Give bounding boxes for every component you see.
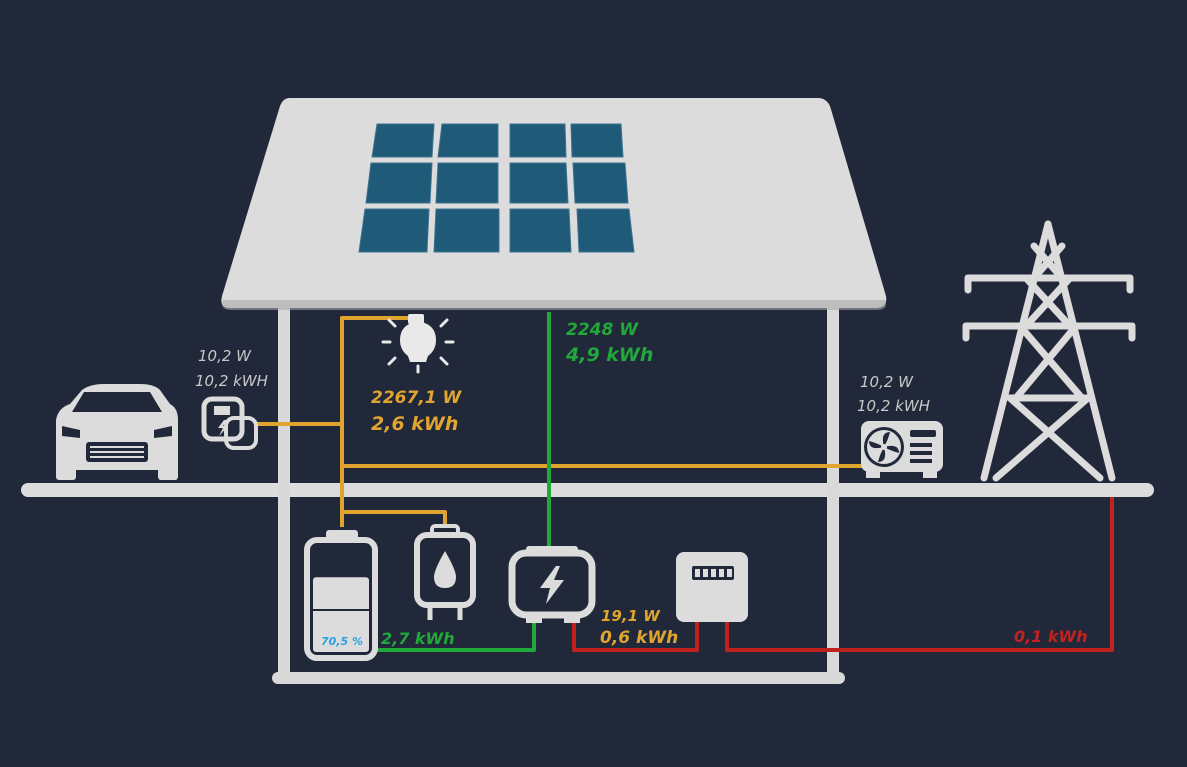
production-flow-lines [372, 312, 551, 652]
car-charger-energy: 10,2 kWH [195, 372, 268, 390]
water-heater-icon [414, 524, 476, 620]
battery-level-label: 70,5 % [321, 635, 363, 648]
light-bulb-icon [381, 314, 455, 374]
meter-icon [676, 552, 748, 622]
heat-pump-energy: 10,2 kWH [857, 397, 930, 415]
battery-icon [304, 530, 378, 661]
inverter-icon [508, 546, 596, 623]
wallbox-icon [201, 396, 258, 450]
consumption-flow-lines [256, 316, 866, 528]
power-pylon-icon [962, 220, 1136, 482]
car-icon [56, 384, 178, 480]
battery-energy: 2,7 kWh [381, 629, 455, 648]
inverter-energy: 0,6 kWh [600, 628, 678, 648]
house-frame [272, 300, 845, 684]
grid-flow-lines [572, 497, 1114, 652]
inverter-power: 19,1 W [601, 607, 661, 625]
grid-energy: 0,1 kWh [1014, 627, 1088, 646]
car-charger-power: 10,2 W [198, 347, 252, 365]
lighting-power: 2267,1 W [371, 388, 463, 408]
solar-power: 2248 W [566, 320, 639, 340]
lighting-energy: 2,6 kWh [371, 413, 458, 435]
solar-energy: 4,9 kWh [565, 344, 653, 366]
solar-panel-icon [358, 123, 635, 253]
heat-pump-icon [861, 421, 943, 478]
heat-pump-power: 10,2 W [860, 373, 914, 391]
